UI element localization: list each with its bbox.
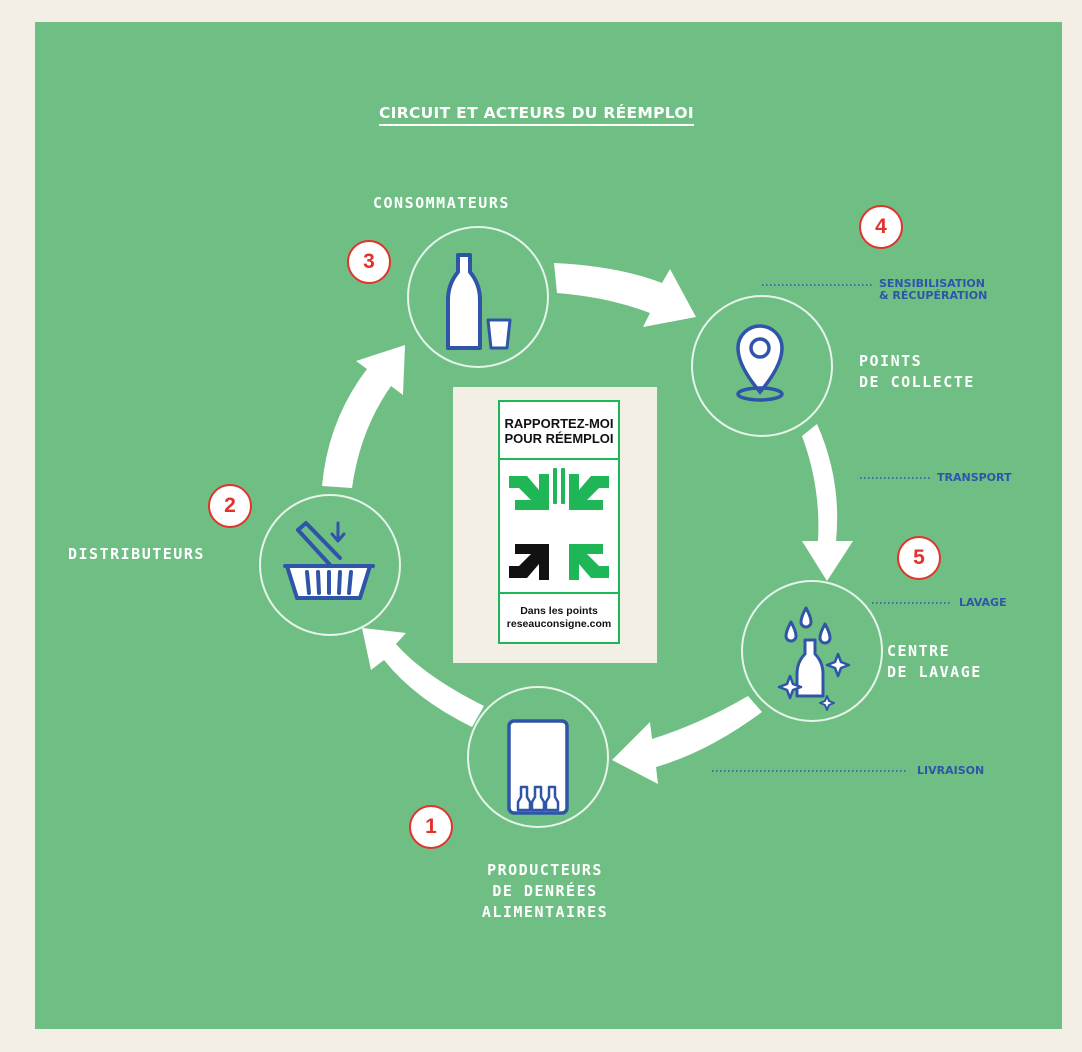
arrow-distributeurs-to-consommateurs (322, 345, 405, 488)
distributeurs-circle (259, 494, 401, 636)
arrow-consommateurs-to-collecte (554, 263, 696, 327)
actor-centre-de-lavage-line1: CENTRE (887, 642, 951, 660)
reuse-logo: RAPPORTEZ-MOI POUR RÉEMPLOI Dans les poi… (498, 400, 620, 644)
badge-3: 3 (347, 240, 391, 284)
step-transport: TRANSPORT (937, 471, 1012, 484)
actor-producteurs-line1: PRODUCTEURS (487, 861, 603, 879)
arrow-producteurs-to-distributeurs (362, 628, 484, 727)
actor-centre-de-lavage: CENTRE DE LAVAGE (887, 641, 982, 683)
actor-producteurs: PRODUCTEURS DE DENRÉES ALIMENTAIRES (452, 860, 638, 923)
logo-footer-line1: Dans les points (520, 605, 598, 617)
producteurs-circle (467, 686, 609, 828)
step-sensibilisation-line2: & RÉCUPÉRATION (879, 289, 988, 302)
washing-icon (777, 606, 851, 711)
actor-points-de-collecte: POINTS DE COLLECTE (859, 351, 975, 393)
reuse-logo-card: RAPPORTEZ-MOI POUR RÉEMPLOI Dans les poi… (453, 387, 657, 663)
arrow-lavage-to-producteurs (612, 696, 762, 784)
arrow-collecte-to-lavage (802, 424, 853, 581)
diagram-title: CIRCUIT ET ACTEURS DU RÉEMPLOI (379, 104, 694, 126)
consommateurs-circle (407, 226, 549, 368)
bottle-cup-icon (446, 253, 512, 350)
actor-distributeurs: DISTRIBUTEURS (68, 545, 205, 563)
step-sensibilisation: SENSIBILISATION & RÉCUPÉRATION (879, 278, 987, 302)
bottle-crate-icon (507, 719, 569, 815)
logo-header: RAPPORTEZ-MOI POUR RÉEMPLOI (500, 402, 618, 460)
badge-4: 4 (859, 205, 903, 249)
badge-1: 1 (409, 805, 453, 849)
step-livraison: LIVRAISON (917, 764, 985, 777)
actor-consommateurs: CONSOMMATEURS (373, 194, 510, 212)
actor-centre-de-lavage-line2: DE LAVAGE (887, 663, 982, 681)
map-pin-icon (736, 324, 784, 402)
logo-footer: Dans les points reseauconsigne.com (500, 592, 618, 642)
actor-points-de-collecte-line1: POINTS (859, 352, 923, 370)
step-lavage: LAVAGE (959, 596, 1007, 609)
actor-producteurs-line3: ALIMENTAIRES (481, 903, 609, 921)
actor-producteurs-line2: DE DENRÉES (492, 882, 598, 900)
actor-points-de-collecte-line2: DE COLLECTE (859, 373, 975, 391)
centre-lavage-circle (741, 580, 883, 722)
basket-icon (283, 521, 375, 600)
logo-header-line1: RAPPORTEZ-MOI (504, 416, 614, 431)
logo-footer-line2: reseauconsigne.com (506, 618, 612, 630)
logo-header-line2: POUR RÉEMPLOI (504, 431, 614, 446)
badge-5: 5 (897, 536, 941, 580)
badge-2: 2 (208, 484, 252, 528)
step-sensibilisation-line1: SENSIBILISATION (879, 277, 985, 290)
points-collecte-circle (691, 295, 833, 437)
converging-arrows-icon (509, 468, 609, 580)
